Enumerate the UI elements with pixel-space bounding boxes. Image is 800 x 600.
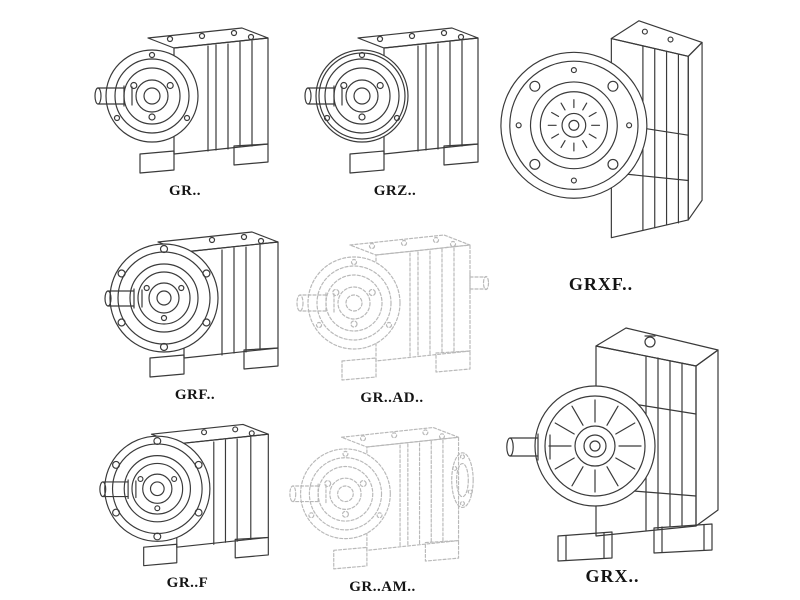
gearbox-figure-gr-f: GR..F	[95, 405, 280, 592]
gearbox-label-gr: GR..	[169, 183, 201, 199]
gearbox-drawing-gr-ad	[296, 234, 490, 381]
gearbox-drawing-grxf	[500, 20, 703, 239]
gearbox-figure-gr: GR..	[90, 8, 280, 200]
gearbox-label-grxf: GRXF..	[568, 274, 634, 295]
gearbox-label-gr-ad: GR..AD..	[360, 390, 424, 406]
gearbox-drawing-gr-am	[289, 426, 474, 570]
gearbox-figure-grx: GRX..	[500, 298, 725, 587]
gearbox-drawing-grf	[104, 231, 279, 378]
gearbox-figure-grxf: GRXF..	[495, 5, 707, 295]
gearbox-figure-gr-am: GR..AM..	[285, 408, 480, 596]
gearbox-label-gr-f: GR..F	[166, 575, 209, 592]
gearbox-drawing-grz	[304, 27, 479, 174]
gearbox-label-grz: GRZ..	[373, 183, 417, 199]
gearbox-figure-grf: GRF..	[100, 212, 290, 404]
gearbox-drawing-grx	[506, 327, 719, 562]
gearbox-label-gr-am: GR..AM..	[349, 578, 416, 595]
gearbox-drawing-gr	[94, 27, 269, 174]
gearbox-label-grx: GRX..	[585, 566, 640, 586]
gearbox-figure-grz: GRZ..	[300, 8, 490, 200]
gearbox-label-grf: GRF..	[174, 387, 216, 403]
gearbox-figure-gr-ad: GR..AD..	[292, 215, 492, 407]
gearbox-drawing-gr-f	[99, 423, 269, 567]
